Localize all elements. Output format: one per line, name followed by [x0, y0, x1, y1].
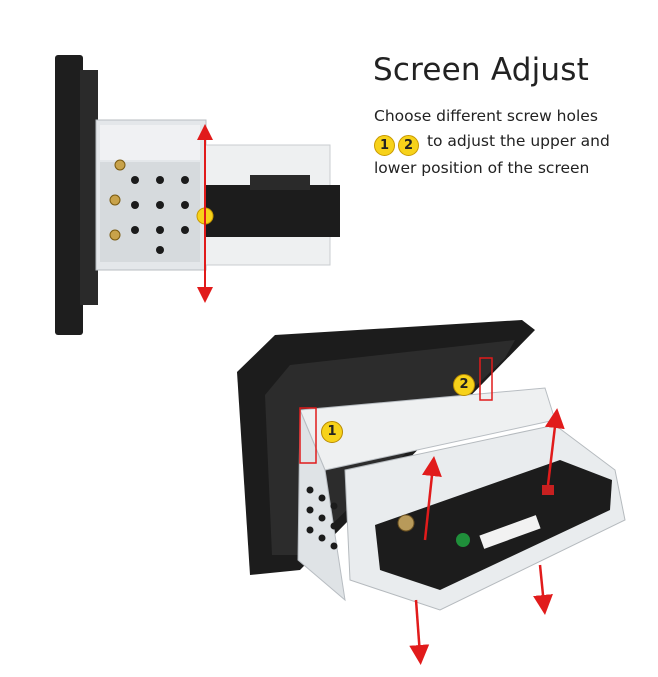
side-view [55, 55, 340, 335]
badge-1-icon: 1 [374, 135, 395, 156]
description-line-2-text: to adjust the upper and [426, 132, 610, 150]
description-line-1: Choose different screw holes [374, 107, 598, 125]
callout-hole-1: 1 [321, 421, 343, 443]
description-line-3: lower position of the screen [374, 159, 590, 177]
perspective-view [237, 320, 626, 665]
callout-hole-2: 2 [453, 374, 475, 396]
page-title: Screen Adjust [373, 52, 589, 88]
badge-2-icon: 2 [398, 135, 419, 156]
